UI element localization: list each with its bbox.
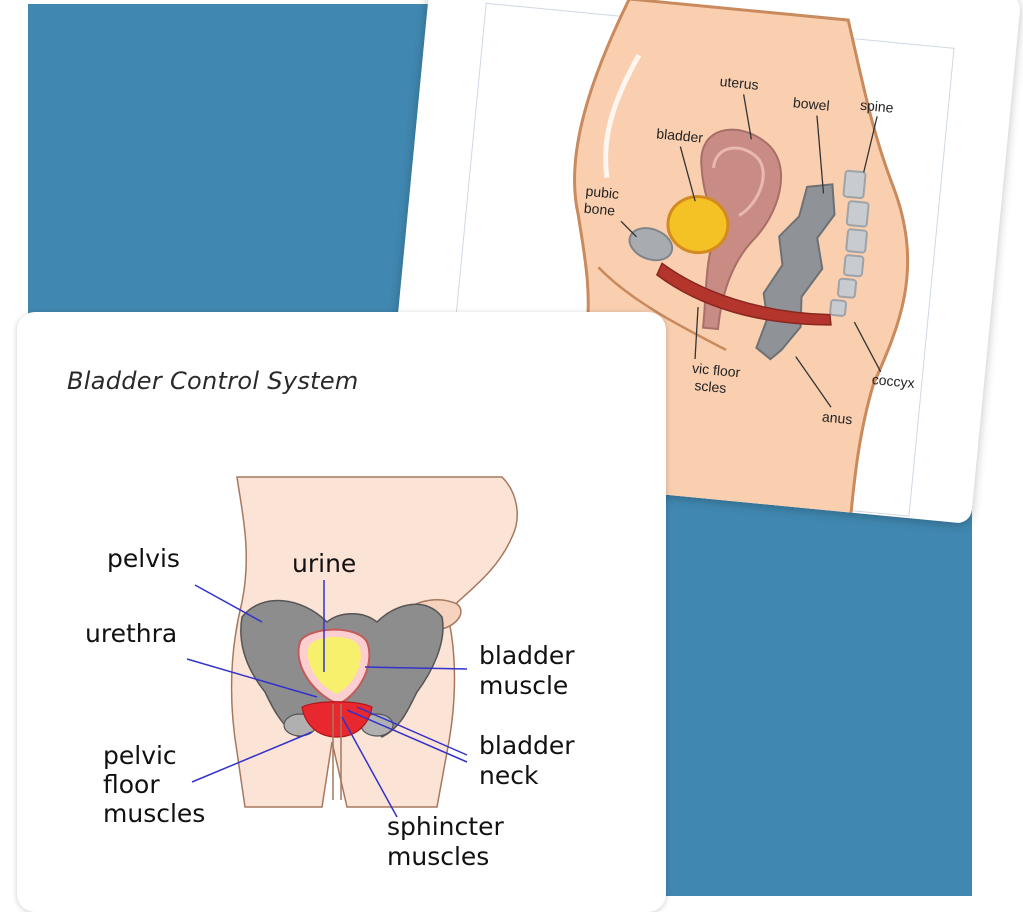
label-pubic-2: bone (583, 200, 616, 219)
label-pelvic-floor-2: floor (103, 770, 160, 799)
label-bladder-muscle-2: muscle (479, 671, 568, 700)
label-bowel: bowel (792, 94, 830, 113)
label-pelvic-floor-side-2: scles (694, 377, 727, 396)
label-pelvic-floor-1: pelvic (103, 741, 177, 770)
label-bladder-neck-1: bladder (479, 731, 575, 760)
label-coccyx: coccyx (871, 371, 915, 391)
label-bladder-muscle-1: bladder (479, 641, 575, 670)
front-diagram: pelvis urine urethra bladder muscle blad… (17, 312, 666, 912)
label-spine: spine (859, 97, 894, 116)
label-pubic-1: pubic (585, 183, 620, 202)
label-anus: anus (821, 408, 853, 427)
bladder-control-card: Bladder Control System pelvis urine ure (17, 312, 666, 912)
label-sphincter-2: muscles (387, 842, 489, 871)
label-pelvic-floor-3: muscles (103, 799, 205, 828)
label-sphincter-1: sphincter (387, 812, 504, 841)
label-urine: urine (292, 549, 356, 578)
label-bladder-neck-2: neck (479, 761, 539, 790)
label-urethra: urethra (85, 619, 177, 648)
label-pelvis: pelvis (107, 544, 180, 573)
